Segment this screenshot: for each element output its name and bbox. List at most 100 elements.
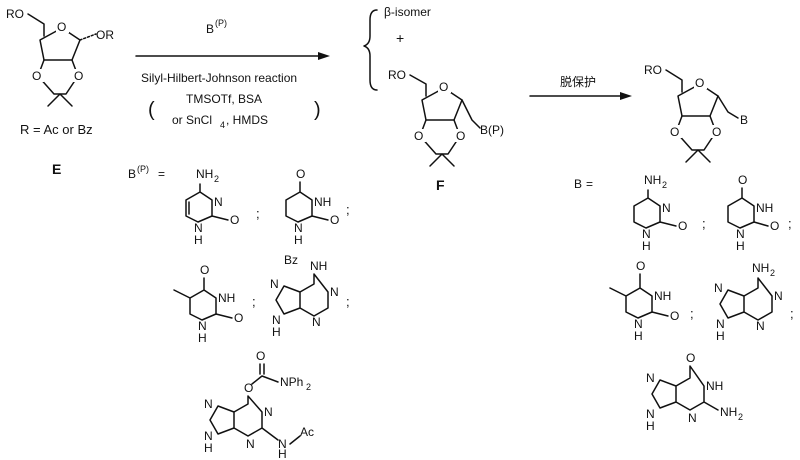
reagent-b-sup: (P) [215, 18, 227, 28]
bp-cyt-o: O [230, 213, 239, 227]
product-glycosidic-bond [717, 95, 739, 119]
b-cyt-n3: N [662, 201, 671, 215]
b-gua-rings [651, 365, 719, 411]
compound-e: RO O OR O O R = Ac or Bz E [6, 7, 114, 177]
bp-ura-n1: N [294, 221, 303, 235]
bp-ade-n1: N [330, 285, 339, 299]
b-ade-n9: N [716, 317, 725, 331]
product-ch2-bond [665, 69, 683, 93]
e-or-label: OR [96, 28, 114, 42]
b-ade-h: H [716, 329, 725, 343]
e-ro-label: RO [6, 7, 24, 21]
bp-gua-carbamate [251, 363, 279, 385]
b-ade-n7: N [714, 281, 723, 295]
b-separator-2: ; [788, 216, 792, 231]
bp-cyt-n3: N [214, 195, 223, 209]
bp-cyt-ring [185, 183, 213, 223]
bp-header: B [128, 167, 136, 181]
b-ade-nh2-sub: 2 [770, 268, 775, 278]
deprotected-bases: B = NH 2 N N H O ; O NH N H O ; O [574, 173, 794, 433]
f-ch2-bond [409, 74, 427, 97]
b-cyt-ring [633, 189, 661, 229]
deprotect-arrow-head [620, 92, 632, 100]
bp-ura-h: H [294, 233, 303, 247]
b-thy-o: O [670, 309, 679, 323]
plus-sign: + [396, 30, 404, 46]
b-gua-o: O [686, 351, 695, 365]
bp-ura-co [311, 215, 329, 221]
product-b-label: B [740, 113, 748, 127]
bp-cyt-h: H [194, 233, 203, 247]
deprotection-step: 脱保护 [529, 74, 632, 100]
bp-gua-nph2: NPh [280, 375, 303, 389]
b-thy-ring [609, 273, 653, 319]
b-thy-nh: NH [654, 289, 671, 303]
e-o-right: O [74, 69, 83, 83]
bp-ura-o-top: O [296, 167, 305, 181]
b-thy-h: H [634, 329, 643, 343]
reaction-name: Silyl-Hilbert-Johnson reaction [141, 71, 297, 85]
bp-separator-2: ; [346, 202, 350, 217]
bp-bz-adenine: Bz NH N N N N H [270, 253, 339, 339]
b-gua-h9: H [646, 419, 655, 433]
e-r-definition: R = Ac or Bz [20, 122, 93, 137]
main-reaction: B (P) Silyl-Hilbert-Johnson reaction TMS… [135, 18, 330, 130]
bp-ade-n7: N [270, 277, 279, 291]
bp-ade-bz: Bz [284, 253, 298, 267]
b-ade-nh2: NH [752, 261, 769, 275]
b-gua-n3: N [688, 411, 697, 425]
paren-left: ( [148, 99, 155, 121]
conditions-line1: TMSOTf, BSA [186, 92, 262, 106]
bp-thy-co [215, 313, 233, 319]
e-ch2-bond [27, 13, 45, 37]
b-header: B [574, 177, 582, 191]
b-thymine: O NH N H O [609, 259, 679, 343]
bp-cyt-co [211, 215, 229, 221]
conditions-line2-tail: , HMDS [226, 113, 268, 127]
bp-ade-n9: N [272, 313, 281, 327]
e-o-left: O [32, 69, 41, 83]
product-dimethyl-bonds [685, 149, 711, 163]
paren-right: ) [314, 99, 321, 121]
b-gua-n9: N [646, 407, 655, 421]
bp-gua-rings [209, 395, 279, 441]
f-o-right: O [456, 129, 465, 143]
bp-gua-ac: Ac [300, 425, 314, 439]
b-ura-o-top: O [738, 173, 747, 187]
b-cyt-n1: N [642, 227, 651, 241]
bp-thy-o: O [234, 311, 243, 325]
bp-ura-nh: NH [314, 195, 331, 209]
compound-f: β-isomer + RO O B(P) O O F [363, 5, 504, 193]
b-guanine: O NH N N N H NH 2 [646, 351, 743, 433]
bp-thy-h: H [198, 331, 207, 345]
conditions-line2: or SnCl [172, 113, 212, 127]
deprotect-label: 脱保护 [560, 74, 596, 89]
bp-guanine-protected: O NPh 2 O N N N N H N H Ac [204, 349, 314, 460]
f-ring-o: O [439, 80, 448, 94]
b-thy-co [651, 311, 669, 317]
b-separator-4: ; [790, 306, 794, 321]
f-bp-label: B(P) [480, 123, 504, 137]
b-header-eq: = [586, 177, 593, 191]
bp-cyt-nh2: NH [196, 167, 213, 181]
e-anomeric-bond [79, 33, 97, 41]
bp-thy-nh: NH [218, 291, 235, 305]
b-gua-nh2: NH [720, 405, 737, 419]
f-compound-label: F [436, 177, 445, 193]
b-cyt-nh2: NH [644, 173, 661, 187]
bp-thy-o-top: O [200, 263, 209, 277]
e-compound-label: E [52, 161, 61, 177]
b-ura-h: H [736, 239, 745, 253]
bp-cytosine: NH 2 N N H O [185, 167, 239, 247]
bp-gua-ac-bond [289, 435, 301, 445]
b-gua-n7: N [646, 371, 655, 385]
conditions-line2-sub: 4 [220, 120, 225, 130]
f-glycosidic-bond [461, 99, 481, 129]
b-ura-o: O [770, 219, 779, 233]
b-uracil: O NH N H O [727, 173, 779, 253]
product-o-right: O [712, 125, 721, 139]
bp-header-eq: = [158, 167, 165, 181]
bp-ade-nh: NH [310, 259, 327, 273]
b-cyt-h: H [642, 239, 651, 253]
